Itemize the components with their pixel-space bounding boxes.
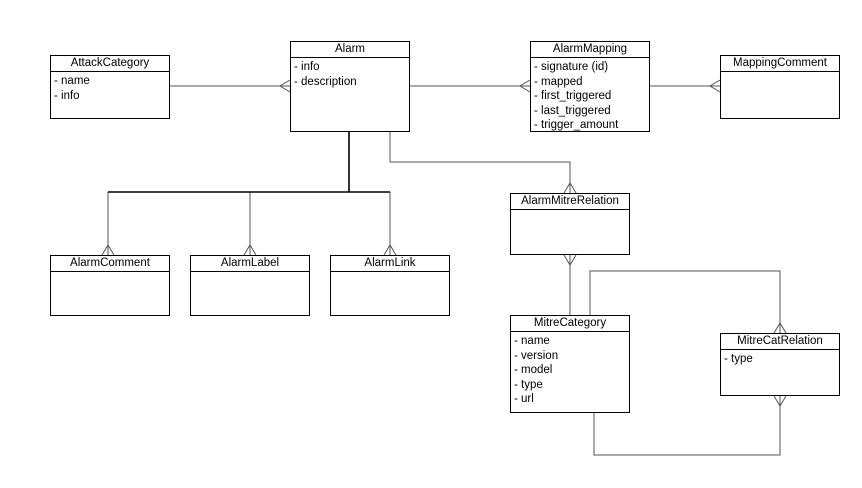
edge-alarmmapping-mappingcomment — [650, 79, 721, 93]
edge-mitrecategory-mitrecatrelation-top — [589, 270, 787, 334]
edge-alarm-alarmlink — [383, 192, 397, 256]
entity-attackcategory-attr: - name — [54, 75, 90, 87]
entity-mappingcomment[interactable]: MappingComment — [720, 55, 840, 119]
edge-attackcategory-alarm — [170, 79, 291, 93]
entity-alarmmapping-title: AlarmMapping — [531, 42, 649, 58]
entity-alarmmapping-attr: - trigger_amount — [534, 119, 619, 131]
entity-alarmcomment[interactable]: AlarmComment — [50, 255, 170, 316]
entity-mappingcomment-title: MappingComment — [721, 56, 839, 72]
entity-alarmlink[interactable]: AlarmLink — [330, 255, 450, 316]
entity-alarm-attr: - info — [294, 61, 320, 73]
entity-attackcategory-title: AttackCategory — [51, 56, 169, 72]
edge-alarm-alarmmitrerelation — [389, 132, 577, 194]
edge-mitrecategory-mitrecatrelation-bottom — [593, 395, 787, 456]
entity-alarmlabel[interactable]: AlarmLabel — [190, 255, 310, 316]
entity-alarmmapping-attr: - first_triggered — [534, 90, 612, 102]
entity-mitrecategory-title: MitreCategory — [511, 316, 629, 332]
entity-attackcategory-attr: - info — [54, 89, 80, 102]
entity-mitrecategory-attr: - version — [514, 349, 559, 362]
entity-alarm[interactable]: Alarm - info - description — [290, 41, 410, 132]
entity-mitrecategory-attr: - type — [514, 378, 543, 391]
entity-mitrecatrelation-attr: - type — [724, 353, 753, 365]
entity-alarmmapping[interactable]: AlarmMapping - signature (id) - mapped -… — [530, 41, 650, 132]
entity-alarmcomment-title: AlarmComment — [51, 256, 169, 272]
entity-alarmmitrerelation[interactable]: AlarmMitreRelation — [510, 193, 630, 255]
entity-alarm-title: Alarm — [291, 42, 409, 58]
entity-mitrecategory-attr: - name — [514, 335, 550, 347]
entity-mitrecategory-attr: - model — [514, 364, 553, 376]
entity-alarmlabel-title: AlarmLabel — [191, 256, 309, 272]
entity-alarmmapping-attr: - signature (id) — [534, 61, 609, 73]
edge-alarm-children-trunk — [108, 132, 390, 193]
entity-attackcategory[interactable]: AttackCategory - name - info — [50, 55, 170, 119]
edge-alarmmitrerelation-mitrecategory — [563, 254, 577, 315]
entity-alarmmapping-attr: - mapped — [534, 75, 583, 88]
entity-alarmmitrerelation-title: AlarmMitreRelation — [511, 194, 629, 210]
edge-alarm-alarmlabel — [243, 192, 257, 256]
entity-mitrecategory-attr: - url — [514, 393, 534, 405]
entity-alarm-attr: - description — [294, 75, 357, 88]
entity-mitrecatrelation-title: MitreCatRelation — [721, 334, 839, 350]
entity-mitrecatrelation[interactable]: MitreCatRelation - type — [720, 333, 840, 396]
entity-alarmmapping-attr: - last_triggered — [534, 104, 611, 117]
entity-mitrecategory[interactable]: MitreCategory - name - version - model -… — [510, 315, 630, 413]
edge-alarm-alarmmapping — [410, 79, 531, 93]
entity-alarmlink-title: AlarmLink — [331, 256, 449, 272]
edge-alarm-alarmcomment — [101, 192, 115, 256]
